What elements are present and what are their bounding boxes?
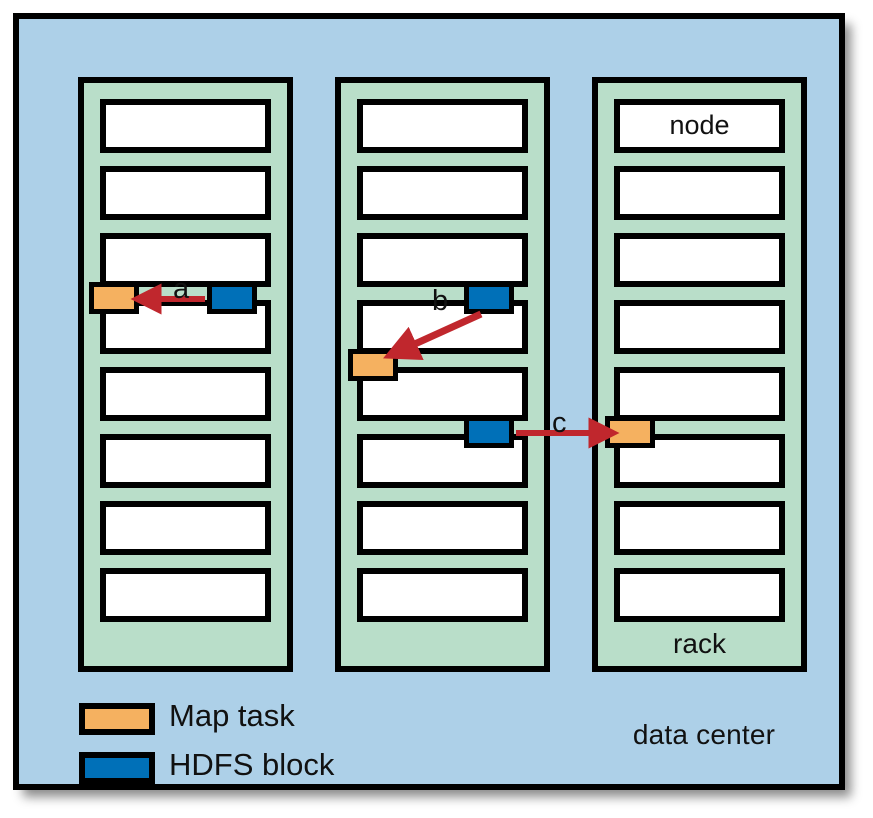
rack-1-node-6[interactable] <box>100 434 271 488</box>
rack-3-node-7[interactable] <box>614 501 785 555</box>
hdfs-block-rack-2-node-4[interactable] <box>464 282 514 314</box>
data-center-boundary: node rack Map task HDFS block data cente… <box>13 13 845 790</box>
hdfs-block-rack-2-node-6[interactable] <box>464 416 514 448</box>
rack-3-node-4[interactable] <box>614 300 785 354</box>
rack-1-node-5[interactable] <box>100 367 271 421</box>
rack-2-node-1[interactable] <box>357 99 528 153</box>
arrow-b-label: b <box>432 285 449 317</box>
hdfs-block-rack-1-node-4[interactable] <box>207 282 257 314</box>
rack-1[interactable] <box>78 77 293 672</box>
rack-2-node-8[interactable] <box>357 568 528 622</box>
rack-1-node-2[interactable] <box>100 166 271 220</box>
arrow-a-label: a <box>173 273 190 305</box>
rack-1-node-1[interactable] <box>100 99 271 153</box>
rack-3-node-8[interactable] <box>614 568 785 622</box>
rack-3-node-3[interactable] <box>614 233 785 287</box>
map-task-swatch-icon <box>79 703 155 735</box>
legend-label-map-task: Map task <box>169 698 295 733</box>
legend: Map task HDFS block <box>79 698 399 801</box>
map-task-rack-1-node-4[interactable] <box>89 282 139 314</box>
rack-1-node-8[interactable] <box>100 568 271 622</box>
rack-3-node-1-label: node <box>669 109 730 140</box>
rack-2-node-3[interactable] <box>357 233 528 287</box>
map-task-rack-2-node-5[interactable] <box>348 349 398 381</box>
rack-3-node-5[interactable] <box>614 367 785 421</box>
legend-item-map-task: Map task <box>79 698 399 752</box>
arrow-c-label: c <box>552 407 567 439</box>
rack-1-node-7[interactable] <box>100 501 271 555</box>
map-task-rack-3-node-6[interactable] <box>605 416 655 448</box>
rack-2[interactable] <box>335 77 550 672</box>
legend-item-hdfs-block: HDFS block <box>79 747 399 801</box>
rack-3-label: rack <box>673 628 726 659</box>
rack-3[interactable]: node rack <box>592 77 807 672</box>
rack-3-node-2[interactable] <box>614 166 785 220</box>
rack-2-node-2[interactable] <box>357 166 528 220</box>
legend-label-hdfs-block: HDFS block <box>169 747 335 782</box>
hdfs-block-swatch-icon <box>79 752 155 784</box>
rack-1-node-3[interactable] <box>100 233 271 287</box>
rack-3-node-1[interactable]: node <box>614 99 785 153</box>
rack-2-node-7[interactable] <box>357 501 528 555</box>
data-center-label: data center <box>632 719 776 750</box>
